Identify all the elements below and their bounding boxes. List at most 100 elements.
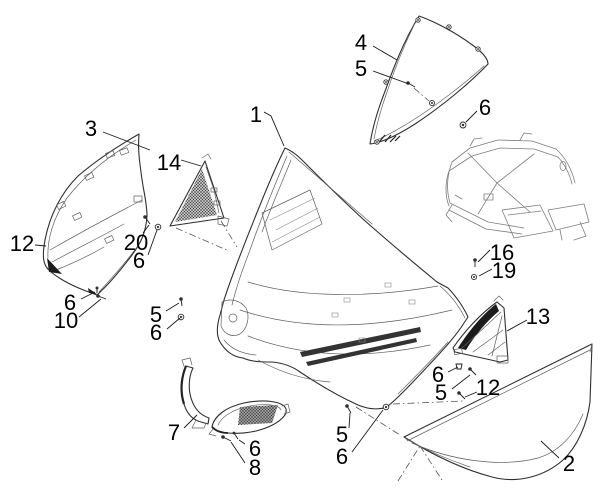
part-front-fairing-shape bbox=[261, 159, 292, 233]
part-front-fairing-shape bbox=[247, 281, 439, 295]
callout-6: 6 bbox=[64, 290, 76, 315]
alignment-lines-shape bbox=[397, 445, 421, 482]
screw-icon bbox=[345, 404, 352, 414]
part-front-fairing-shape bbox=[397, 341, 449, 395]
part-left-side-panel-shape bbox=[47, 258, 62, 274]
part-mesh-grille-shape bbox=[217, 215, 230, 227]
part-left-side-panel-shape bbox=[119, 147, 130, 156]
part-frame-bracket-shape bbox=[559, 161, 567, 171]
leader-lines-shape bbox=[477, 249, 491, 263]
part-left-side-panel-shape bbox=[42, 133, 148, 296]
clip-icon bbox=[95, 286, 99, 293]
part-lower-bracket-vent-shape bbox=[238, 405, 278, 425]
callout-5: 5 bbox=[355, 56, 367, 81]
part-left-side-panel-shape bbox=[72, 212, 83, 221]
alignment-lines bbox=[175, 87, 464, 482]
part-frame-bracket-shape bbox=[469, 132, 533, 147]
part-frame-bracket-shape bbox=[445, 170, 450, 207]
callout-1: 1 bbox=[250, 102, 262, 127]
callout-10: 10 bbox=[54, 308, 78, 333]
leader-lines-shape bbox=[80, 291, 96, 300]
leader-lines-shape bbox=[372, 70, 410, 85]
part-mesh-grille bbox=[169, 153, 230, 227]
callout-16: 16 bbox=[490, 240, 514, 265]
leader-lines-shape bbox=[540, 440, 560, 459]
part-lower-bracket-vent-shape bbox=[191, 419, 207, 429]
clip-icon bbox=[232, 431, 239, 440]
screw-icon bbox=[406, 81, 416, 88]
part-front-fairing-shape bbox=[247, 335, 431, 355]
part-windscreen-shape bbox=[379, 134, 401, 143]
screw-icon bbox=[221, 435, 232, 442]
part-lower-bracket-vent-shape bbox=[211, 426, 229, 434]
part-winglet-bracket bbox=[452, 295, 509, 364]
screw-icon-shape bbox=[143, 215, 147, 219]
part-front-fairing-shape bbox=[331, 312, 339, 318]
leader-lines-shape bbox=[263, 111, 285, 147]
part-front-fairing-shape bbox=[288, 151, 373, 225]
part-front-fairing-shape bbox=[228, 313, 238, 323]
grommet-icon bbox=[459, 121, 467, 129]
leader-lines-shape bbox=[451, 374, 471, 390]
part-winglet-bracket-shape bbox=[452, 301, 509, 363]
part-frame-bracket-shape bbox=[483, 193, 494, 201]
part-left-side-panel-shape bbox=[51, 223, 125, 263]
callout-3: 3 bbox=[85, 116, 97, 141]
leader-lines-shape bbox=[183, 414, 198, 429]
callout-6: 6 bbox=[432, 362, 444, 387]
screw-icon-shape bbox=[96, 294, 100, 298]
screw-icon bbox=[457, 391, 466, 400]
leader-lines-shape bbox=[238, 439, 246, 445]
part-side-panel-shape bbox=[411, 413, 584, 463]
screw-icon-shape bbox=[179, 297, 183, 301]
screw-icon-shape bbox=[457, 391, 461, 395]
fasteners bbox=[95, 81, 478, 442]
screw-icon bbox=[468, 367, 477, 376]
leader-lines bbox=[34, 45, 560, 464]
part-mesh-grille-shape bbox=[210, 187, 218, 193]
clip-icon-shape bbox=[455, 363, 463, 370]
grommet-icon-shape bbox=[179, 315, 183, 319]
part-front-fairing-shape bbox=[358, 337, 366, 343]
screw-icon-shape bbox=[345, 404, 349, 408]
part-front-fairing-shape bbox=[239, 309, 453, 326]
leader-lines-shape bbox=[465, 110, 478, 123]
leader-lines-shape bbox=[230, 441, 246, 464]
callout-8: 8 bbox=[249, 455, 261, 480]
part-frame-bracket-shape bbox=[448, 147, 559, 172]
callout-14: 14 bbox=[157, 150, 181, 175]
part-windscreen-shape bbox=[376, 141, 378, 143]
part-lower-bracket-vent-shape bbox=[181, 365, 210, 425]
part-front-fairing-shape bbox=[216, 147, 469, 410]
screw-icon bbox=[179, 297, 183, 307]
leader-lines-shape bbox=[165, 302, 180, 312]
part-windscreen-shape bbox=[373, 24, 415, 140]
grommet-icon-shape bbox=[473, 276, 475, 278]
alignment-lines-shape bbox=[175, 227, 230, 252]
part-side-panel-shape bbox=[406, 349, 591, 442]
alignment-lines-shape bbox=[355, 406, 401, 436]
part-frame-bracket-shape bbox=[557, 156, 573, 185]
leader-lines-shape bbox=[372, 45, 398, 61]
callout-2: 2 bbox=[563, 451, 575, 476]
part-windscreen-shape bbox=[369, 15, 489, 145]
callout-5: 5 bbox=[150, 302, 162, 327]
part-frame-bracket-shape bbox=[555, 148, 576, 184]
part-left-side-panel-shape bbox=[104, 235, 115, 244]
grommet-icon bbox=[154, 223, 162, 231]
grommet-icon bbox=[470, 273, 478, 281]
part-mesh-grille-shape bbox=[201, 153, 212, 160]
part-front-fairing-shape bbox=[269, 197, 321, 243]
part-left-side-panel bbox=[42, 133, 148, 296]
part-frame-bracket-shape bbox=[448, 209, 523, 235]
grommet-icon-shape bbox=[156, 225, 160, 229]
part-left-side-panel-shape bbox=[49, 199, 143, 251]
part-frame-bracket-shape bbox=[467, 152, 535, 215]
part-lower-bracket-vent-shape bbox=[181, 357, 193, 367]
leader-lines-shape bbox=[166, 317, 181, 330]
screw-icon-shape bbox=[221, 435, 225, 439]
part-front-fairing-shape bbox=[231, 155, 288, 306]
part-windscreen-shape bbox=[431, 102, 433, 104]
grommet-icon bbox=[382, 403, 390, 411]
alignment-lines-shape bbox=[413, 87, 430, 102]
